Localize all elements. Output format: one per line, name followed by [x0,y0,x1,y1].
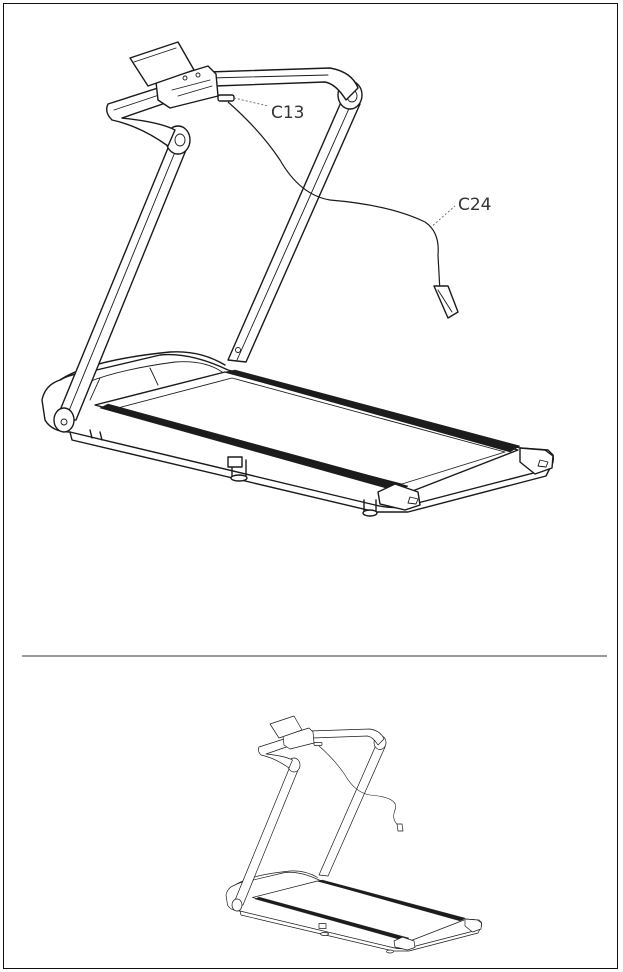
callout-c24: C24 [458,195,492,215]
callout-leader-c24 [429,205,456,229]
callout-c13: C13 [271,103,305,123]
section-divider [22,655,607,657]
callout-leader-c13 [233,97,269,107]
treadmill-drawing-small [225,715,483,954]
